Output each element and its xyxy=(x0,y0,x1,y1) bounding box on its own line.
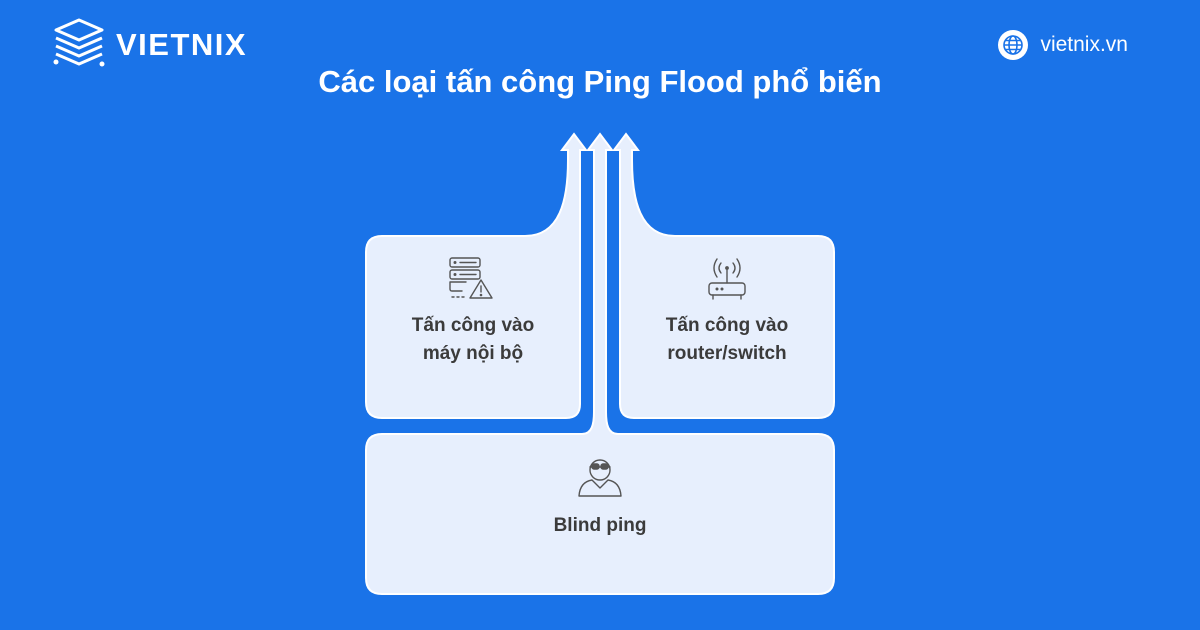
box-label-internal: Tấn công vào máy nội bộ xyxy=(366,312,580,368)
box-label-router-line2: router/switch xyxy=(667,343,787,364)
website-text: vietnix.vn xyxy=(1040,33,1128,56)
box-label-internal-line1: Tấn công vào xyxy=(411,315,535,336)
box-label-router: Tấn công vào router/switch xyxy=(620,312,834,368)
vietnix-logo-icon xyxy=(53,18,105,67)
box-label-router-line1: Tấn công vào xyxy=(665,315,789,336)
hacker-icon xyxy=(578,459,622,497)
box-label-internal-line2: máy nội bộ xyxy=(422,343,524,364)
server-warning-icon xyxy=(449,257,493,299)
router-icon xyxy=(708,258,746,300)
box-blind-ping xyxy=(365,132,835,595)
brand-logo[interactable]: VIETNIX xyxy=(50,16,247,74)
website-link[interactable]: vietnix.vn xyxy=(998,30,1128,60)
box-label-blind-text: Blind ping xyxy=(553,515,647,536)
box-label-blind: Blind ping xyxy=(366,512,834,540)
page-title: Các loại tấn công Ping Flood phổ biến xyxy=(318,64,882,99)
box-router-attack xyxy=(612,132,835,419)
box-internal-attack xyxy=(365,132,588,419)
globe-icon xyxy=(998,30,1029,60)
brand-name: VIETNIX xyxy=(116,27,248,62)
